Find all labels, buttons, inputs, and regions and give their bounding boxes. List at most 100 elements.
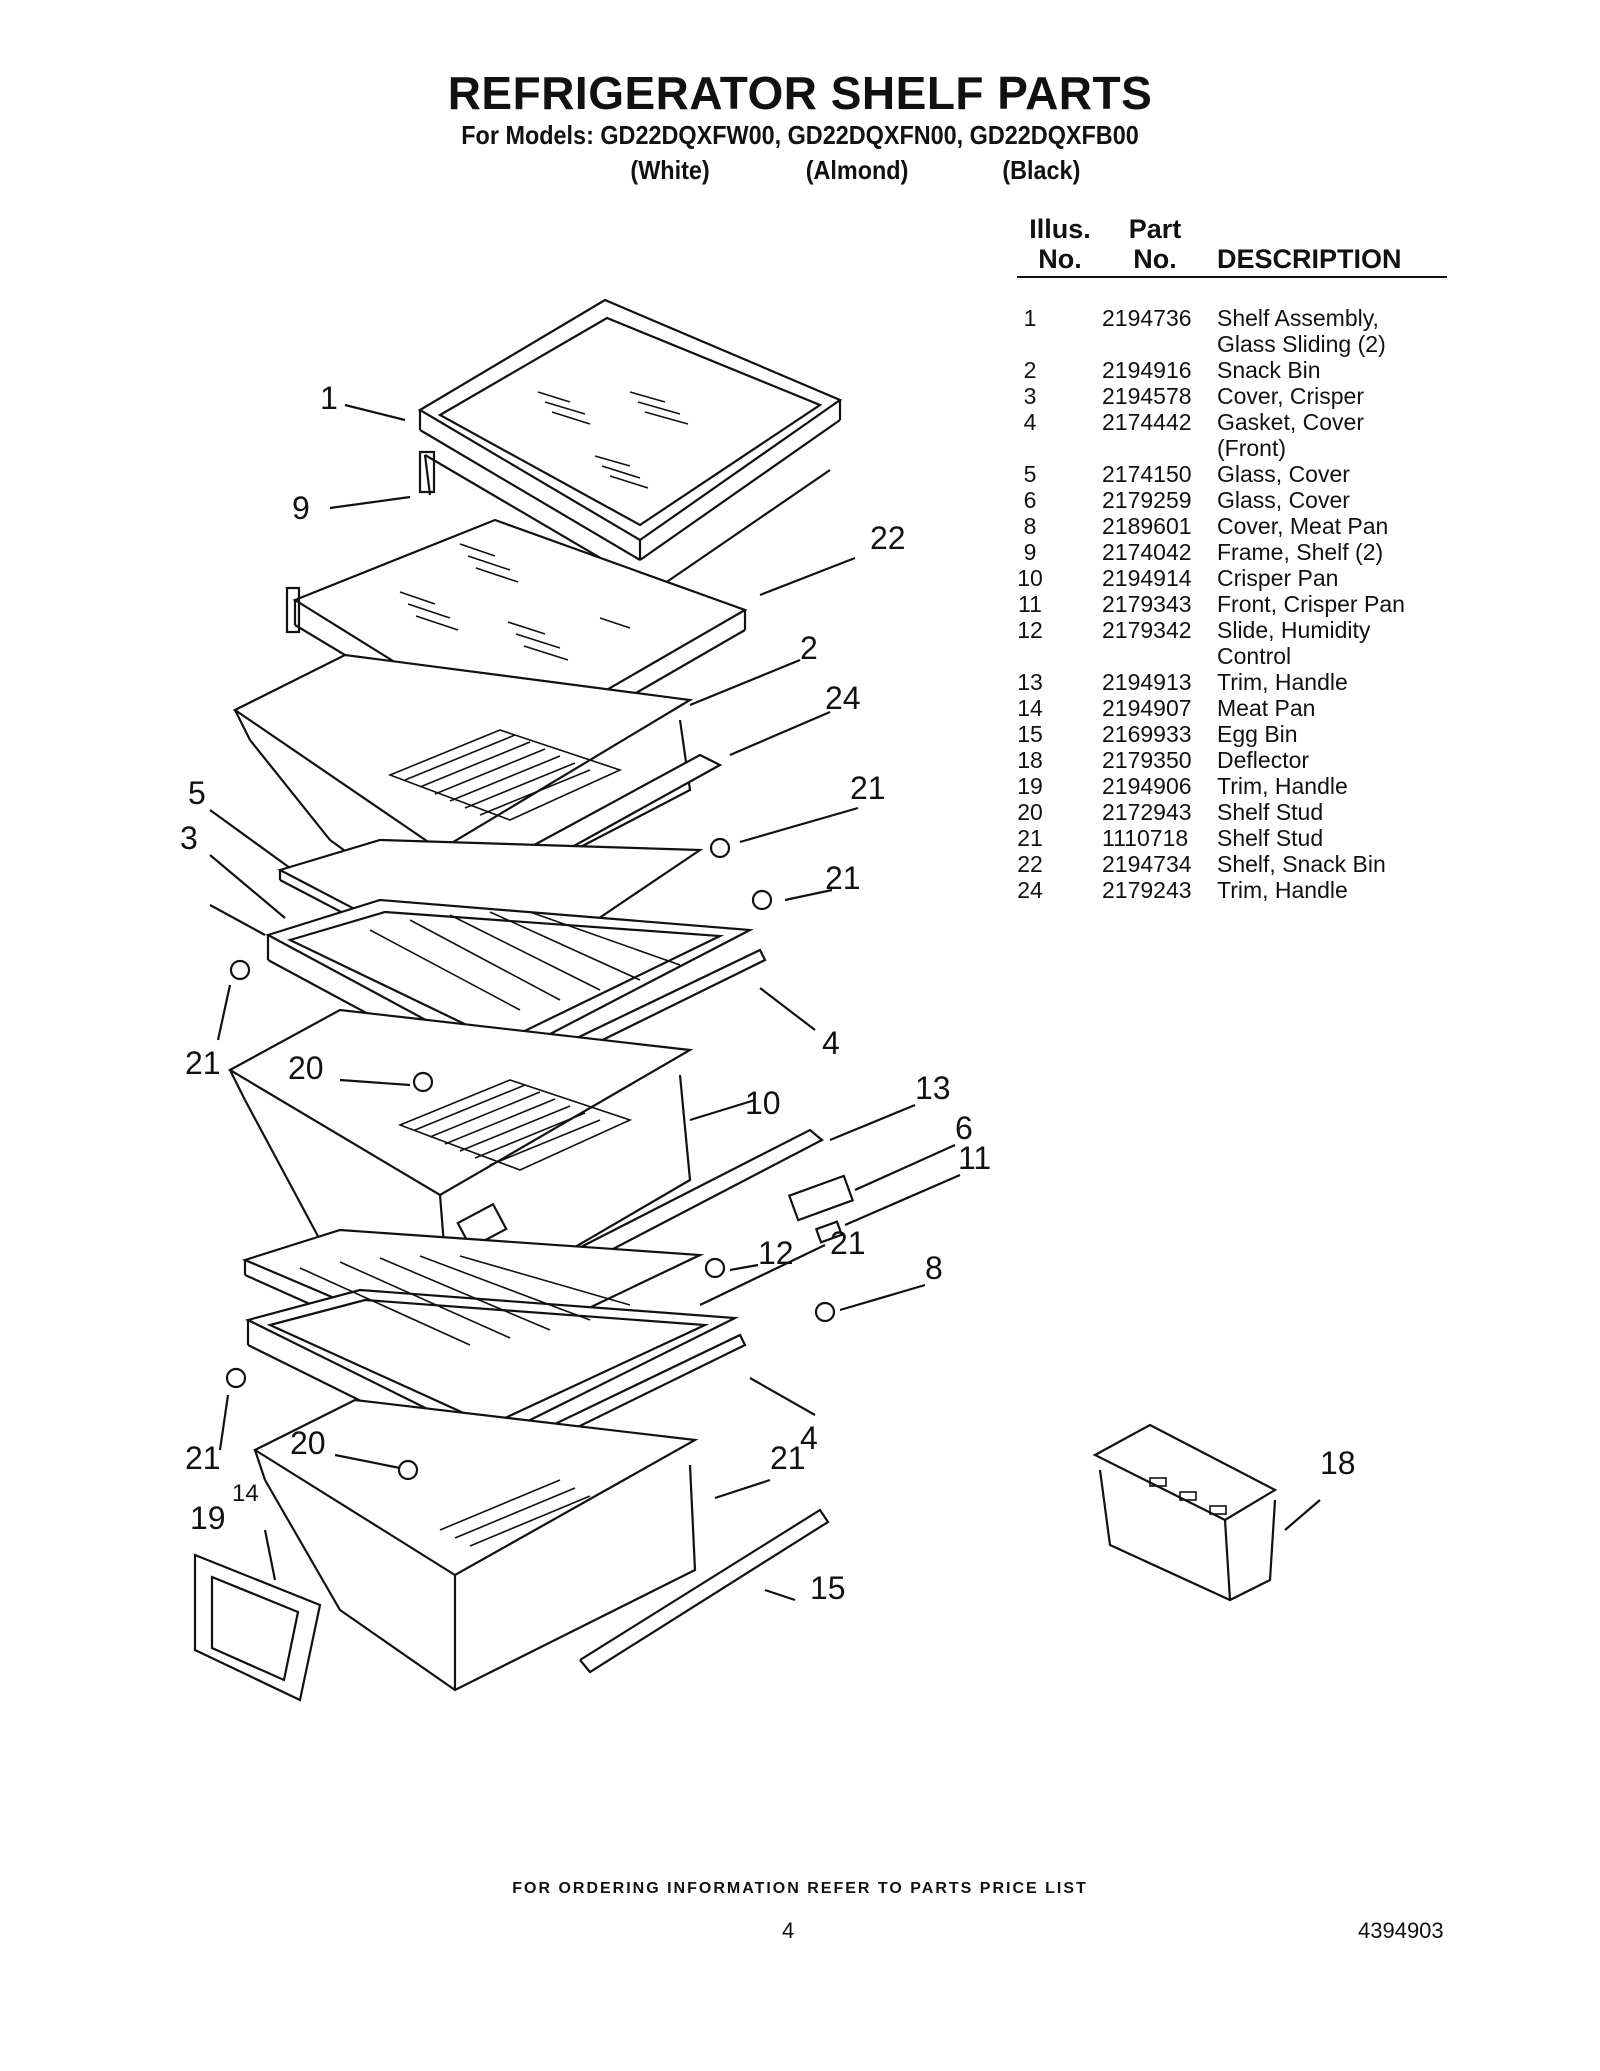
callout-number: 21 xyxy=(825,860,861,896)
part-description: Egg Bin xyxy=(1217,721,1298,747)
table-head-part-2: No. xyxy=(1133,244,1177,274)
callout-number: 10 xyxy=(745,1085,781,1121)
meat-pan xyxy=(252,1398,699,1692)
variant-almond: (Almond) xyxy=(805,155,909,185)
part-number: 2189601 xyxy=(1102,513,1192,539)
illus-number: 10 xyxy=(1017,565,1043,591)
exploded-parts-diagram xyxy=(193,298,1321,1702)
callout-number: 11 xyxy=(958,1140,992,1176)
illus-number: 8 xyxy=(1023,513,1037,539)
part-description: Meat Pan xyxy=(1217,695,1316,721)
part-number: 2194736 xyxy=(1102,305,1192,331)
callout-number: 4 xyxy=(822,1025,840,1061)
part-number: 1110718 xyxy=(1102,825,1189,851)
illus-number: 24 xyxy=(1017,877,1043,903)
callout-number: 24 xyxy=(825,680,861,716)
table-head-illus-1: Illus. xyxy=(1029,214,1091,244)
illus-number: 1 xyxy=(1023,305,1037,331)
part-number: 2194913 xyxy=(1102,669,1192,695)
callout-number: 3 xyxy=(180,820,198,856)
ordering-note: FOR ORDERING INFORMATION REFER TO PARTS … xyxy=(512,1880,1088,1897)
part-description: Cover, Crisper xyxy=(1217,383,1364,409)
table-header-rule xyxy=(1017,276,1447,278)
part-description: Control xyxy=(1217,643,1292,669)
shelf-studs xyxy=(225,837,836,1481)
part-number: 2194916 xyxy=(1102,357,1192,383)
variant-black: (Black) xyxy=(1002,155,1081,185)
illus-number: 2 xyxy=(1023,357,1037,383)
crisper-glass-and-cover xyxy=(265,838,761,1086)
illus-number: 9 xyxy=(1023,539,1037,565)
part-description: Cover, Meat Pan xyxy=(1217,513,1389,539)
part-description: Front, Crisper Pan xyxy=(1217,591,1405,617)
part-description: Glass Sliding (2) xyxy=(1217,331,1386,357)
meat-pan-glass-and-cover xyxy=(241,1228,741,1466)
table-head-description: DESCRIPTION xyxy=(1217,244,1402,274)
variant-white: (White) xyxy=(630,155,710,185)
part-description: Shelf Stud xyxy=(1217,799,1324,825)
part-number: 2169933 xyxy=(1102,721,1192,747)
table-head-illus-2: No. xyxy=(1038,244,1082,274)
part-number: 2172943 xyxy=(1102,799,1192,825)
callout-number: 21 xyxy=(185,1440,221,1476)
part-number: 2174150 xyxy=(1102,461,1192,487)
callout-number: 5 xyxy=(188,775,206,811)
illus-number: 22 xyxy=(1017,851,1043,877)
part-description: Trim, Handle xyxy=(1217,669,1348,695)
callout-number: 20 xyxy=(288,1050,324,1086)
callout-number: 15 xyxy=(810,1570,846,1606)
illus-number: 12 xyxy=(1017,617,1043,643)
callout-number: 21 xyxy=(850,770,886,806)
callout-number: 21 xyxy=(770,1440,806,1476)
egg-bin xyxy=(1092,1423,1278,1602)
part-number: 2194906 xyxy=(1102,773,1192,799)
part-description: Shelf, Snack Bin xyxy=(1217,851,1386,877)
part-number: 2179342 xyxy=(1102,617,1192,643)
part-description: Glass, Cover xyxy=(1217,487,1350,513)
callout-number: 18 xyxy=(1320,1445,1356,1481)
callout-number: 13 xyxy=(915,1070,951,1106)
part-number: 2194914 xyxy=(1102,565,1192,591)
callout-number: 20 xyxy=(290,1425,326,1461)
illus-number: 11 xyxy=(1018,591,1042,617)
callout-number: 12 xyxy=(758,1235,794,1271)
document-number: 4394903 xyxy=(1358,1918,1444,1943)
callout-number: 21 xyxy=(830,1225,866,1261)
callout-number: 2 xyxy=(800,630,818,666)
part-description: Trim, Handle xyxy=(1217,773,1348,799)
part-number: 2194734 xyxy=(1102,851,1192,877)
illus-number: 20 xyxy=(1017,799,1043,825)
part-number: 2179259 xyxy=(1102,487,1192,513)
part-description: Shelf Stud xyxy=(1217,825,1324,851)
part-description: Trim, Handle xyxy=(1217,877,1348,903)
part-number: 2174442 xyxy=(1102,409,1192,435)
glass-shelf-top xyxy=(417,298,843,561)
illus-number: 3 xyxy=(1023,383,1037,409)
callout-number: 4 xyxy=(800,1420,818,1456)
part-description: (Front) xyxy=(1217,435,1286,461)
part-number: 2179343 xyxy=(1102,591,1192,617)
part-number: 2174042 xyxy=(1102,539,1192,565)
callout-number: 22 xyxy=(870,520,906,556)
part-number: 2194907 xyxy=(1102,695,1192,721)
callout-number: 9 xyxy=(292,490,310,526)
page-title: REFRIGERATOR SHELF PARTS xyxy=(447,67,1153,119)
part-description: Frame, Shelf (2) xyxy=(1217,539,1384,565)
illus-number: 15 xyxy=(1017,721,1043,747)
part-number: 2194578 xyxy=(1102,383,1192,409)
part-description: Glass, Cover xyxy=(1217,461,1350,487)
illus-number: 5 xyxy=(1023,461,1037,487)
deflector xyxy=(193,1553,322,1702)
part-number: 2179350 xyxy=(1102,747,1192,773)
model-numbers: For Models: GD22DQXFW00, GD22DQXFN00, GD… xyxy=(461,120,1139,150)
crisper-pan xyxy=(227,1008,694,1322)
illus-number: 13 xyxy=(1017,669,1043,695)
table-head-part-1: Part xyxy=(1128,214,1182,244)
illus-number: 14 xyxy=(1017,695,1043,721)
part-description: Shelf Assembly, xyxy=(1217,305,1379,331)
part-number: 2179243 xyxy=(1102,877,1192,903)
illus-number: 4 xyxy=(1023,409,1037,435)
callout-number: 1 xyxy=(320,380,338,416)
callout-number: 19 xyxy=(190,1500,226,1536)
page-number: 4 xyxy=(782,1918,795,1943)
